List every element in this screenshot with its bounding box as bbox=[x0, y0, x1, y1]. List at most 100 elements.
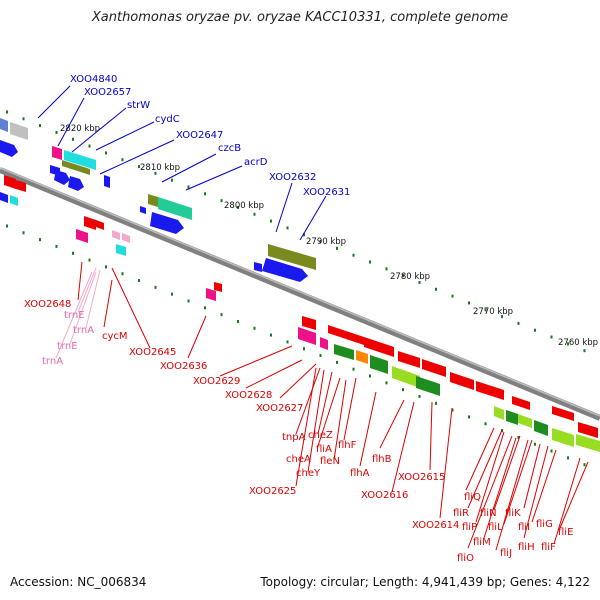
gene-label: czcB bbox=[218, 143, 241, 154]
genome-backbone-highlight bbox=[0, 167, 600, 417]
tick-mark bbox=[220, 199, 223, 203]
gene-label: XOO2629 bbox=[193, 376, 240, 387]
gene-arrow bbox=[52, 146, 62, 160]
gene-arrow bbox=[416, 376, 440, 396]
gene-label: XOO2648 bbox=[24, 299, 71, 310]
tick-mark bbox=[286, 226, 289, 230]
tick-mark bbox=[418, 394, 421, 398]
tick-mark bbox=[6, 224, 8, 228]
gene-arrow bbox=[392, 366, 420, 388]
kbp-label: 2810 kbp bbox=[140, 163, 180, 173]
gene-label: trnA bbox=[42, 356, 63, 367]
tick-mark bbox=[270, 333, 272, 337]
tick-mark bbox=[385, 381, 388, 385]
tick-mark bbox=[319, 240, 322, 244]
tick-mark bbox=[88, 144, 91, 148]
gene-label: fliH bbox=[518, 542, 535, 553]
gene-arrow bbox=[364, 337, 394, 357]
gene-arrow bbox=[356, 350, 368, 364]
tick-mark bbox=[220, 313, 223, 317]
tick-mark bbox=[567, 456, 569, 460]
gene-label: XOO2636 bbox=[160, 361, 207, 372]
gene-arrow bbox=[506, 410, 518, 425]
tick-mark bbox=[468, 301, 470, 305]
tick-mark bbox=[105, 151, 107, 155]
tick-mark bbox=[369, 260, 371, 264]
tick-mark bbox=[55, 130, 58, 134]
gene-arrow bbox=[476, 381, 504, 400]
genes-upper bbox=[0, 118, 316, 282]
gene-label: cheY bbox=[296, 468, 321, 479]
gene-arrow bbox=[298, 327, 316, 345]
tick-mark bbox=[138, 279, 140, 283]
gene-label: fliE bbox=[558, 527, 573, 538]
gene-label: fliQ bbox=[464, 492, 481, 503]
tick-mark bbox=[253, 212, 256, 216]
accession-label: Accession: NC_006834 bbox=[10, 575, 147, 589]
genome-summary: Topology: circular; Length: 4,941,439 bp… bbox=[260, 575, 590, 589]
tick-mark bbox=[154, 285, 157, 289]
gene-arrow bbox=[122, 233, 130, 243]
gene-label: flhF bbox=[338, 440, 357, 451]
gene-label: fliK bbox=[505, 508, 521, 519]
gene-arrow bbox=[0, 140, 18, 157]
tick-mark bbox=[369, 374, 371, 378]
tick-mark bbox=[534, 328, 536, 332]
gene-label: trnE bbox=[57, 341, 78, 352]
kbp-label: 2790 kbp bbox=[306, 237, 346, 247]
tick-marks-upper bbox=[6, 110, 586, 353]
tick-mark bbox=[39, 124, 41, 128]
leader-lines-pink bbox=[55, 267, 101, 359]
gene-label: fliJ bbox=[500, 548, 512, 559]
gene-label: fliI bbox=[518, 522, 530, 533]
genes-lower bbox=[0, 175, 600, 452]
tick-mark bbox=[583, 349, 586, 353]
gene-arrow bbox=[84, 216, 96, 230]
gene-label: XOO2657 bbox=[84, 87, 131, 98]
tick-mark bbox=[187, 185, 190, 189]
gene-arrow bbox=[320, 337, 328, 350]
tick-mark bbox=[402, 388, 404, 392]
gene-label: XOO2614 bbox=[412, 520, 459, 531]
tick-mark bbox=[418, 280, 421, 284]
gene-label: fliO bbox=[457, 553, 474, 564]
genome-backbone bbox=[0, 167, 600, 421]
gene-arrow bbox=[398, 351, 420, 368]
gene-label: cheZ bbox=[308, 430, 333, 441]
gene-arrow bbox=[54, 170, 70, 185]
gene-arrow bbox=[10, 122, 28, 140]
gene-arrow bbox=[518, 414, 532, 428]
tick-mark bbox=[237, 319, 239, 323]
tick-mark bbox=[534, 442, 536, 446]
tick-mark bbox=[435, 401, 437, 405]
gene-label: acrD bbox=[244, 157, 268, 168]
gene-label: fliP bbox=[462, 522, 477, 533]
tick-mark bbox=[468, 415, 470, 419]
tick-mark bbox=[204, 306, 206, 310]
gene-label: fliG bbox=[536, 519, 553, 530]
tick-mark bbox=[319, 354, 322, 358]
gene-label: XOO2627 bbox=[256, 403, 303, 414]
tick-mark bbox=[171, 292, 173, 296]
gene-arrow bbox=[206, 288, 216, 301]
tick-mark bbox=[55, 244, 58, 248]
gene-arrow bbox=[0, 118, 8, 132]
gene-label: XOO2632 bbox=[269, 172, 316, 183]
gene-arrow bbox=[340, 329, 352, 341]
gene-label: XOO2647 bbox=[176, 130, 223, 141]
kbp-label: 2780 kbp bbox=[390, 272, 430, 282]
tick-mark bbox=[517, 321, 520, 325]
gene-label: XOO2625 bbox=[249, 486, 296, 497]
tick-mark bbox=[72, 251, 74, 255]
tick-mark bbox=[154, 171, 157, 175]
gene-arrow bbox=[158, 197, 192, 220]
tick-mark bbox=[121, 272, 124, 276]
tick-mark bbox=[204, 192, 206, 196]
gene-arrow bbox=[62, 160, 90, 175]
gene-arrow bbox=[328, 325, 340, 337]
tick-mark bbox=[303, 347, 305, 351]
gene-arrow bbox=[512, 396, 530, 410]
gene-label: fliN bbox=[480, 508, 497, 519]
tick-mark bbox=[303, 233, 305, 237]
gene-arrow bbox=[552, 428, 574, 447]
